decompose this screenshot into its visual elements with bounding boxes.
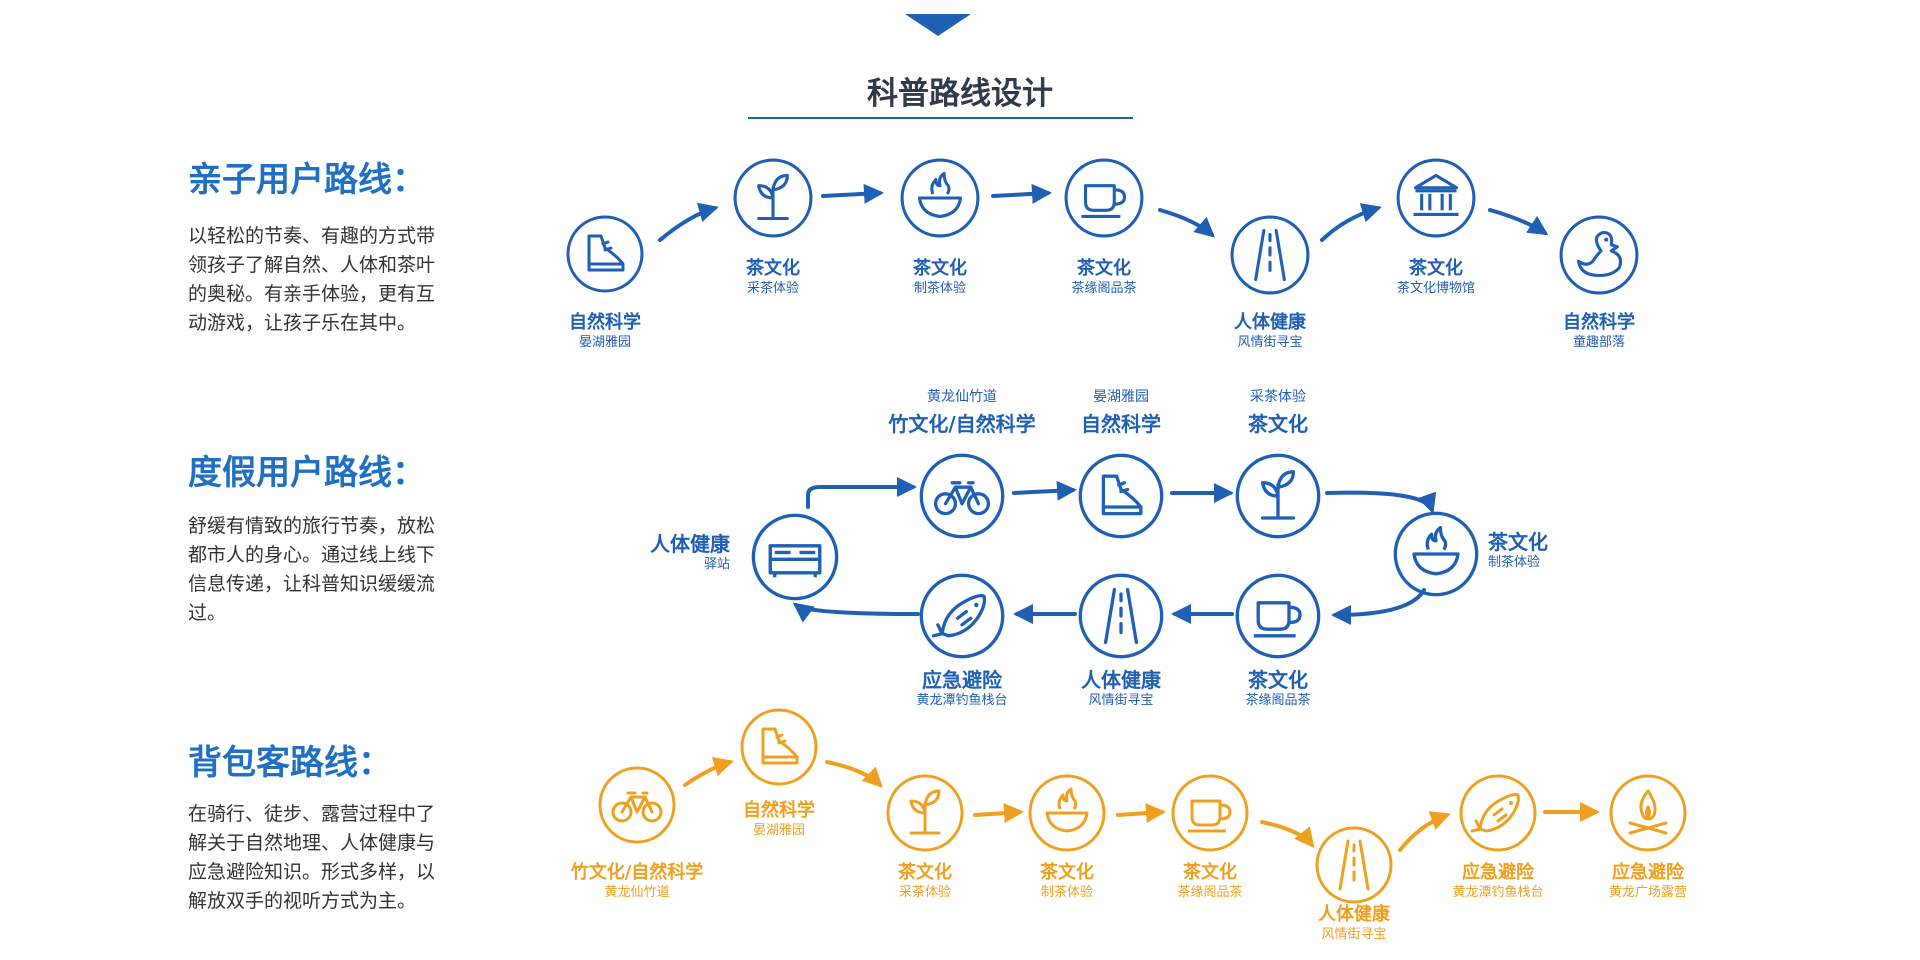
stop-label: 茶文化制茶体验 — [1488, 530, 1548, 570]
desc-line: 解关于自然地理、人体健康与 — [188, 832, 436, 854]
fire-bowl-icon — [1028, 774, 1106, 852]
stop-label: 应急避险黄龙广场露营 — [1608, 862, 1687, 900]
teacup-icon — [1064, 158, 1144, 238]
stop-label: 茶文化制茶体验 — [913, 258, 967, 296]
road-icon — [1230, 215, 1310, 295]
arrow — [658, 202, 719, 242]
bed-icon — [751, 513, 839, 601]
top-triangle-marker — [905, 14, 971, 36]
stop-label: 茶文化茶缘阁品茶 — [1177, 862, 1243, 900]
route-2-description: 舒缓有情致的旅行节奏，放松 都市人的身心。通过线上线下 信息传递，让科普知识缓缓… — [188, 512, 488, 628]
sprout-icon — [733, 158, 813, 238]
arrow — [1331, 588, 1426, 625]
route-2-title: 度假用户路线： — [188, 453, 426, 493]
desc-line: 应急避险知识。形式多样，以 — [188, 861, 436, 883]
arrow — [1116, 803, 1166, 824]
title-underline — [748, 117, 1133, 119]
arrow — [1320, 203, 1382, 242]
stop-label: 人体健康风情街寻宝 — [1234, 312, 1306, 350]
stop-label: 晏湖雅园自然科学 — [1081, 389, 1161, 436]
route-1-description: 以轻松的节奏、有趣的方式带 领孩子了解自然、人体和茶叶 的奥秘。有亲手体验，更有… — [188, 222, 488, 338]
desc-line: 解放双手的视听方式为主。 — [188, 890, 417, 912]
road-icon — [1078, 573, 1164, 659]
arrow — [1012, 480, 1077, 501]
stop-label: 茶文化茶文化博物馆 — [1396, 258, 1475, 296]
bicycle-icon — [598, 766, 676, 844]
shoe-icon — [1078, 453, 1164, 539]
arrow — [821, 183, 884, 204]
arrow — [1488, 208, 1549, 236]
route-3-title: 背包客路线： — [188, 743, 392, 783]
road-icon — [1315, 826, 1393, 904]
shoe-icon — [740, 708, 818, 786]
desc-line: 舒缓有情致的旅行节奏，放松 — [188, 515, 436, 537]
museum-icon — [1396, 158, 1476, 238]
stop-label: 应急避险黄龙潭钓鱼栈台 — [916, 668, 1008, 708]
sprout-icon — [1235, 453, 1321, 539]
arrow — [683, 757, 734, 787]
fire-bowl-icon — [1393, 511, 1479, 597]
arrow — [991, 183, 1052, 204]
stop-label: 自然科学晏湖雅园 — [743, 800, 815, 838]
stop-label: 人体健康风情街寻宝 — [1318, 904, 1390, 942]
teacup-icon — [1171, 774, 1249, 852]
arrow — [1260, 820, 1315, 849]
stop-label: 茶文化茶缘阁品茶 — [1071, 258, 1137, 296]
desc-line: 信息传递，让科普知识缓缓流 — [188, 573, 436, 595]
page-title: 科普路线设计 — [867, 76, 1053, 112]
desc-line: 在骑行、徒步、露营过程中了 — [188, 803, 436, 825]
arrow — [1398, 811, 1451, 852]
stop-label: 黄龙仙竹道竹文化/自然科学 — [888, 389, 1036, 436]
duck-icon — [1559, 215, 1639, 295]
arrow — [792, 602, 920, 623]
teacup-icon — [1235, 573, 1321, 659]
stop-label: 茶文化制茶体验 — [1040, 862, 1094, 900]
arrow — [825, 760, 883, 788]
campfire-icon — [1609, 774, 1687, 852]
stop-label: 人体健康风情街寻宝 — [1081, 668, 1161, 708]
arrow — [806, 477, 917, 509]
desc-line: 的奥秘。有亲手体验，更有互 — [188, 283, 436, 305]
bicycle-icon — [919, 453, 1005, 539]
stop-label: 自然科学晏湖雅园 — [569, 312, 641, 350]
stop-label: 应急避险黄龙潭钓鱼栈台 — [1452, 862, 1544, 900]
stop-label: 自然科学童趣部落 — [1563, 312, 1635, 350]
desc-line: 都市人的身心。通过线上线下 — [188, 544, 436, 566]
fish-icon — [1459, 774, 1537, 852]
desc-line: 领孩子了解自然、人体和茶叶 — [188, 254, 436, 276]
arrow — [973, 803, 1024, 824]
desc-line: 以轻松的节奏、有趣的方式带 — [188, 225, 436, 247]
stop-label: 茶文化采茶体验 — [746, 258, 800, 296]
arrow — [1158, 208, 1216, 238]
route-3-description: 在骑行、徒步、露营过程中了 解关于自然地理、人体健康与 应急避险知识。形式多样，… — [188, 800, 488, 916]
desc-line: 动游戏，让孩子乐在其中。 — [188, 312, 417, 334]
shoe-icon — [566, 215, 644, 293]
stop-label: 茶文化采茶体验 — [898, 862, 952, 900]
stop-label: 茶文化茶缘阁品茶 — [1245, 668, 1311, 708]
arrow — [1325, 490, 1437, 514]
desc-line: 过。 — [188, 602, 227, 624]
stop-label: 竹文化/自然科学黄龙仙竹道 — [570, 862, 704, 900]
route-1-title: 亲子用户路线： — [188, 160, 426, 200]
fire-bowl-icon — [900, 158, 980, 238]
stop-label: 人体健康驿站 — [650, 532, 730, 572]
fish-icon — [919, 573, 1005, 659]
sprout-icon — [886, 774, 964, 852]
stop-label: 采茶体验茶文化 — [1248, 389, 1308, 436]
